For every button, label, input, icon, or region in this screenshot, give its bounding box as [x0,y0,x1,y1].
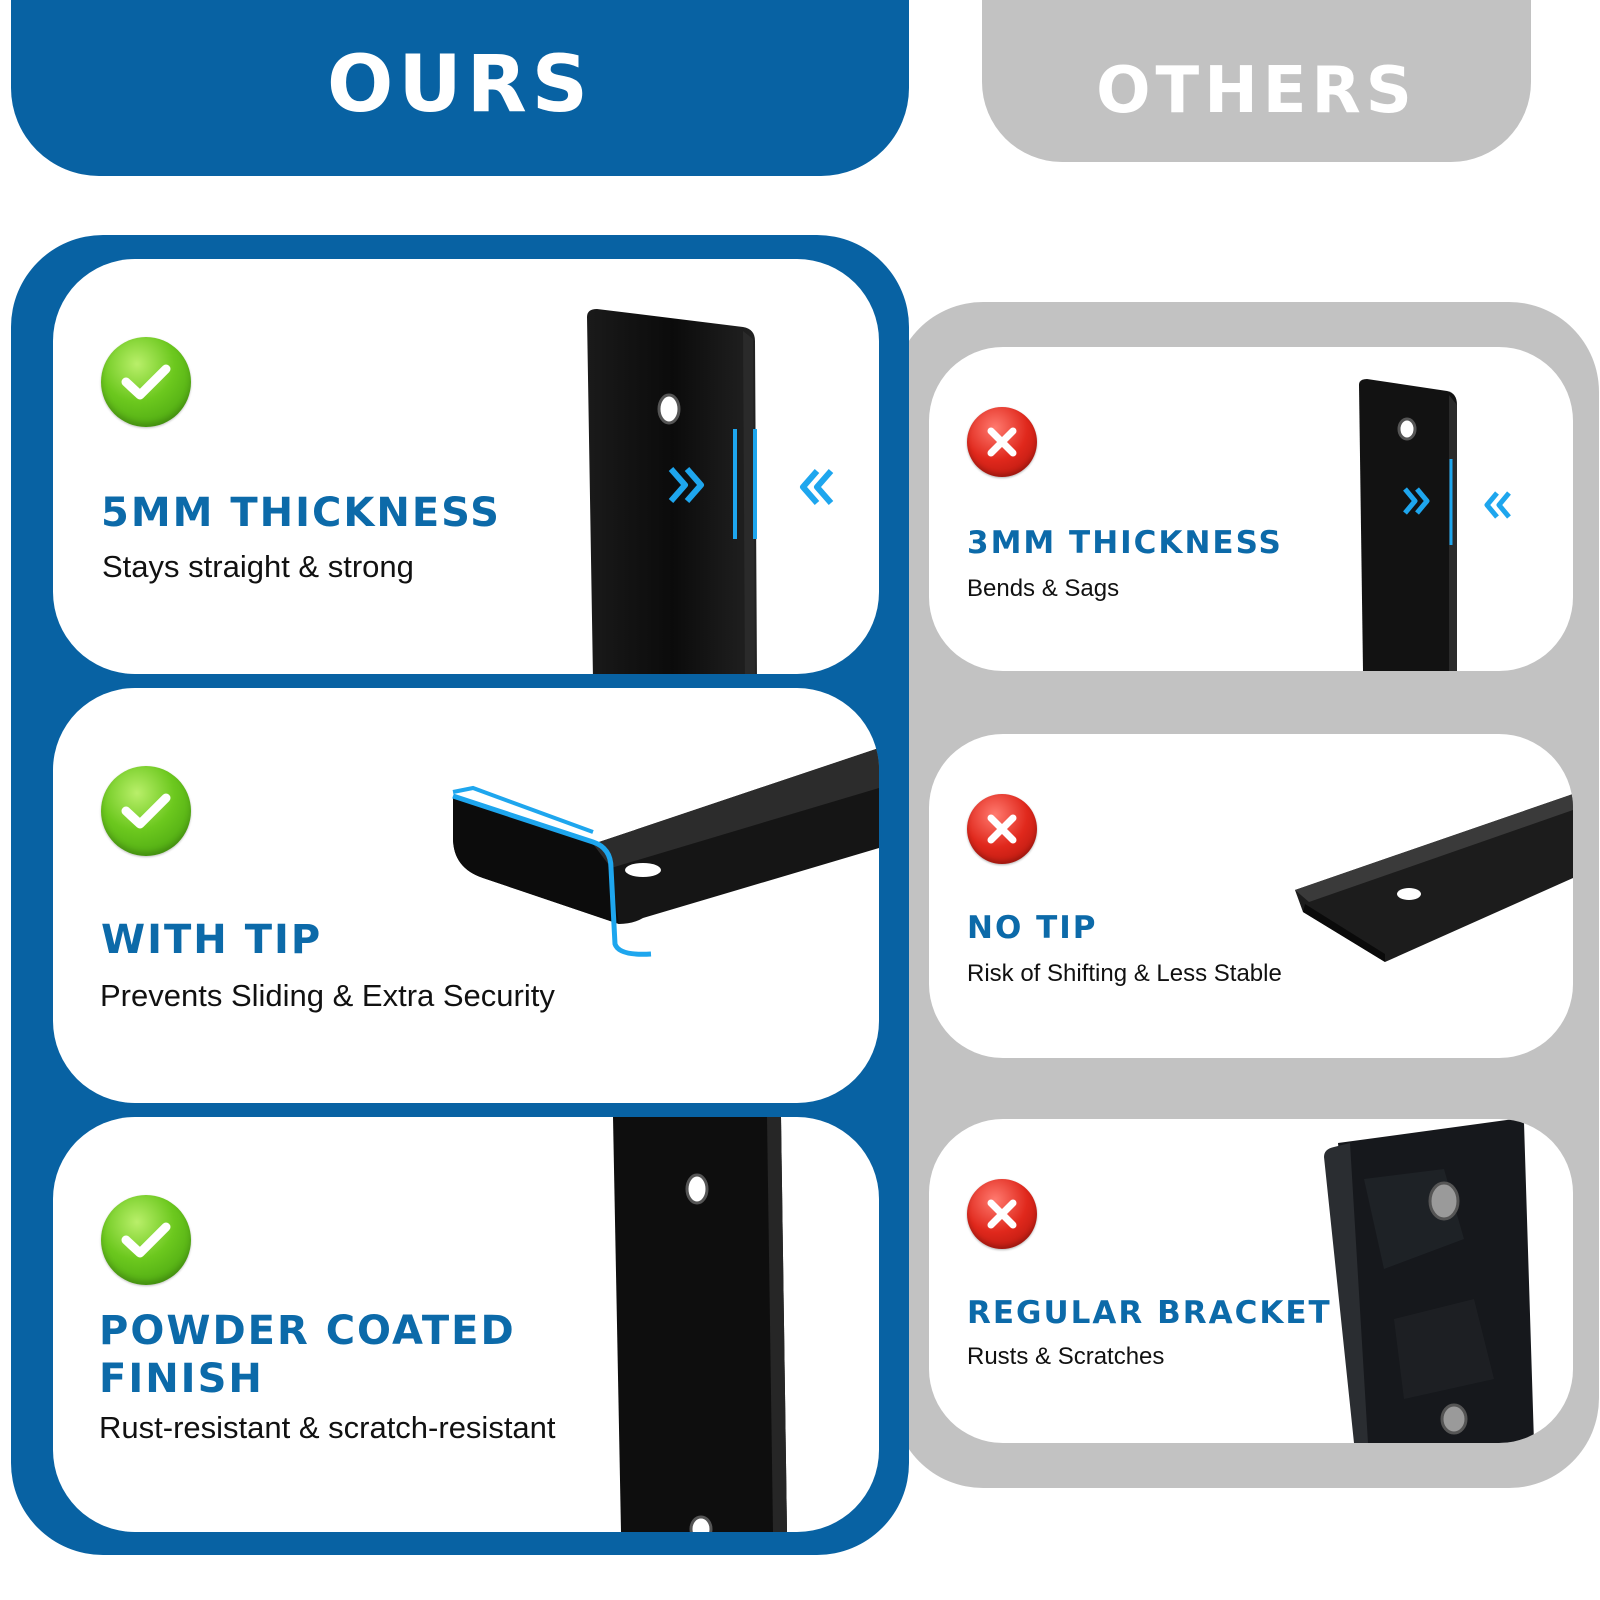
feature-title: 3MM THICKNESS [967,525,1283,561]
ours-card-tip: WITH TIP Prevents Sliding & Extra Securi… [53,688,879,1103]
tipped-bracket-illustration [452,748,879,957]
ours-header-label: OURS [327,40,593,130]
others-card-thickness: 3MM THICKNESS Bends & Sags [929,347,1573,671]
feature-description: Stays straight & strong [102,549,414,584]
feature-title-line2: FINISH [99,1356,264,1402]
feature-title: 5MM THICKNESS [101,490,501,536]
ours-card-powder-coated: POWDER COATED FINISH Rust-resistant & sc… [53,1117,879,1532]
thick-bracket-illustration [587,309,834,674]
x-circle-icon [967,407,1037,477]
x-circle-icon [967,794,1037,864]
check-circle-icon [101,1195,191,1285]
others-header-tab: OTHERS [982,0,1531,162]
feature-description: Rusts & Scratches [967,1343,1165,1370]
feature-description: Rust-resistant & scratch-resistant [99,1410,556,1445]
others-card-no-tip: NO TIP Risk of Shifting & Less Stable [929,734,1573,1058]
feature-title: POWDER COATED FINISH [99,1307,516,1403]
ours-header-tab: OURS [11,0,909,176]
feature-description: Risk of Shifting & Less Stable [967,960,1282,987]
check-circle-icon [101,766,191,856]
feature-title-line1: POWDER COATED [99,1308,516,1354]
flat-bracket-illustration [1295,794,1573,962]
x-circle-icon [967,1179,1037,1249]
ours-card-thickness: 5MM THICKNESS Stays straight & strong [53,259,879,674]
feature-description: Prevents Sliding & Extra Security [100,978,555,1013]
others-header-label: OTHERS [1096,54,1417,128]
feature-title: WITH TIP [101,917,323,963]
coated-bracket-illustration [613,1117,787,1532]
feature-title: REGULAR BRACKET [967,1295,1332,1331]
thin-bracket-illustration [1359,379,1511,671]
feature-title: NO TIP [967,910,1098,946]
rusty-bracket-illustration [1324,1119,1534,1443]
feature-description: Bends & Sags [967,575,1120,602]
check-circle-icon [101,337,191,427]
others-card-regular-bracket: REGULAR BRACKET Rusts & Scratches [929,1119,1573,1443]
